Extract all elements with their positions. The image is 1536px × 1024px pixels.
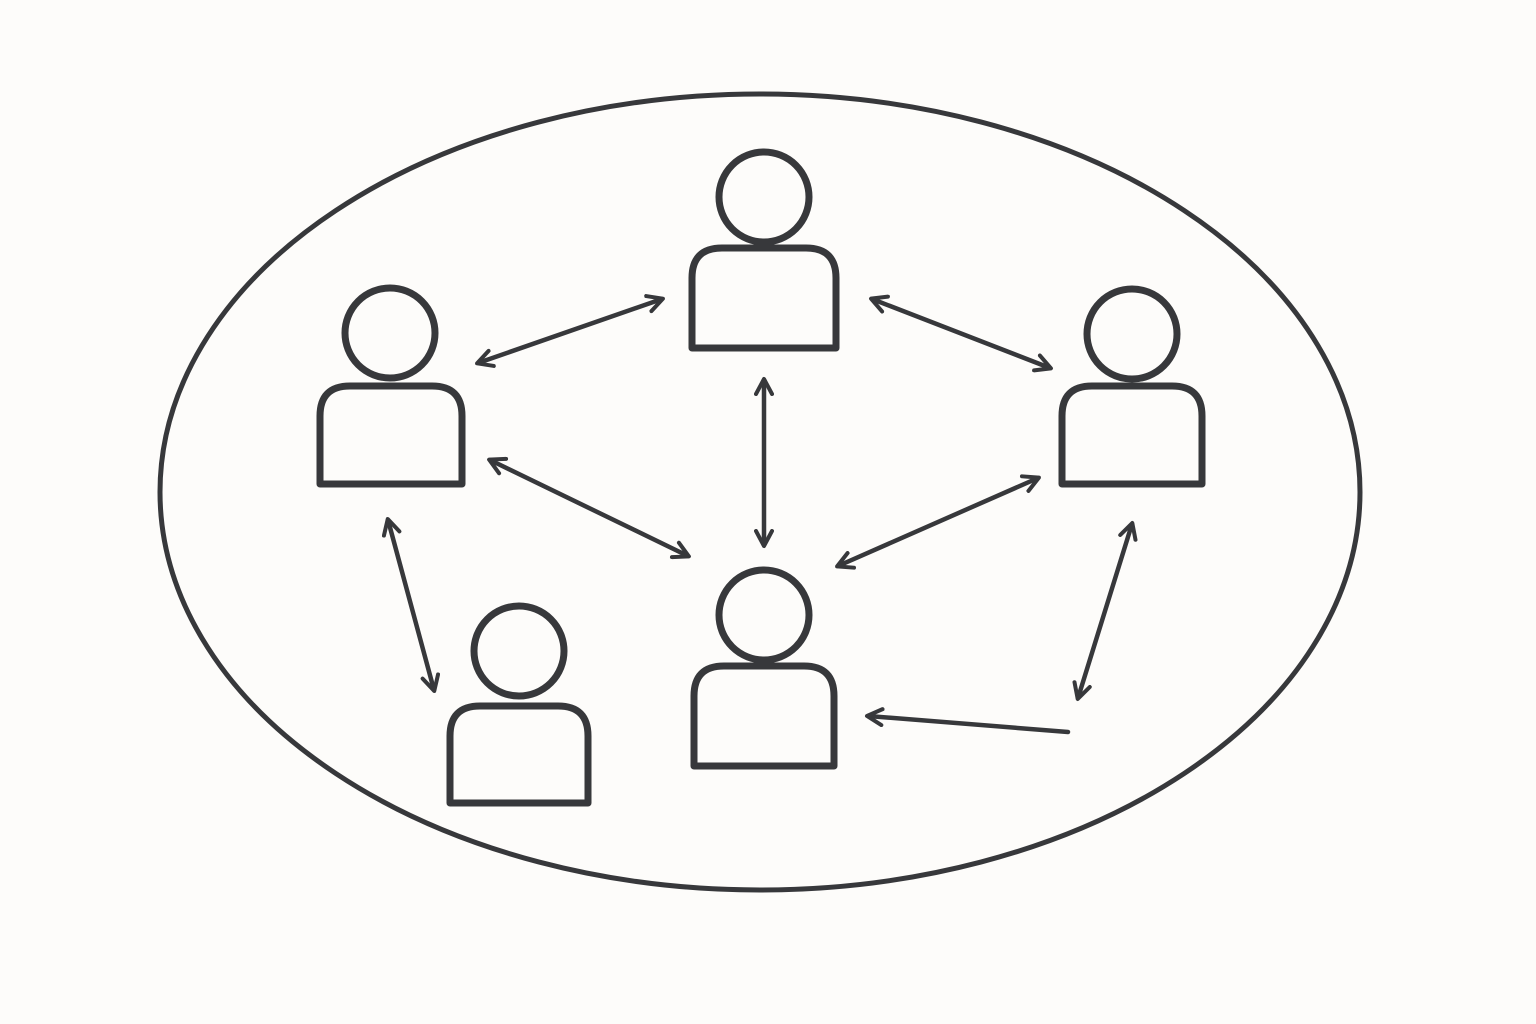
group-boundary-ellipse (157, 91, 1363, 893)
double-arrow-connector (475, 294, 665, 368)
person-body (1058, 382, 1206, 488)
person-head (470, 602, 568, 700)
person-bottom-left-icon (446, 602, 592, 807)
double-arrow-connector (869, 294, 1053, 373)
person-body (316, 382, 466, 488)
person-head (715, 148, 813, 246)
person-center-icon (690, 566, 838, 770)
arrow-connector (865, 707, 1071, 735)
person-head (715, 566, 813, 664)
person-left-icon (316, 284, 466, 488)
double-arrow-connector (835, 474, 1041, 570)
person-head (341, 284, 439, 382)
person-body (690, 662, 838, 770)
double-arrow-connector (1072, 521, 1138, 701)
person-top-icon (688, 148, 840, 352)
person-right-icon (1058, 285, 1206, 488)
double-arrow-connector (381, 517, 441, 693)
person-body (688, 244, 840, 352)
person-head (1083, 285, 1181, 383)
double-arrow-connector (487, 456, 691, 560)
person-body (446, 702, 592, 807)
